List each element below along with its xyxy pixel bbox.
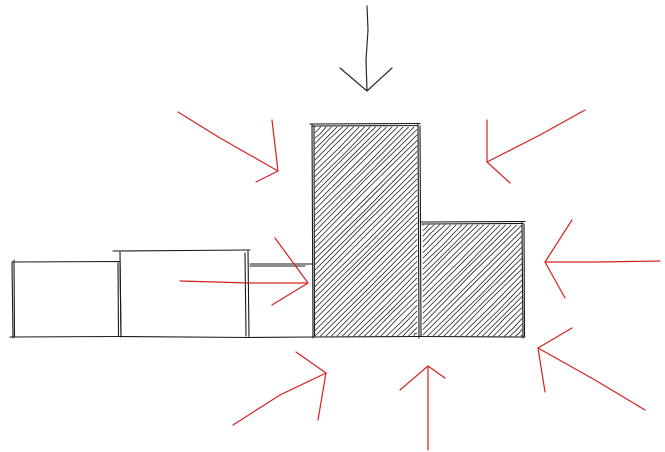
- short-hatched-block: [420, 222, 525, 339]
- hatch-stroke: [315, 127, 343, 155]
- outline-block-1: [12, 260, 121, 338]
- hatch-stroke: [521, 335, 522, 336]
- outline-block-3: [250, 264, 312, 266]
- hatch-stroke: [510, 324, 522, 336]
- arrow-lower-right: [538, 328, 645, 410]
- hatch-stroke: [398, 317, 418, 337]
- hatch-stroke: [423, 236, 522, 335]
- arrow-upper-left: [178, 112, 278, 182]
- hatch-stroke: [414, 333, 417, 336]
- hatch-stroke: [359, 278, 417, 336]
- hatch-stroke: [343, 262, 418, 337]
- hatch-stroke: [423, 225, 467, 269]
- hatch-stroke: [433, 247, 522, 336]
- arrow-lower-left: [233, 352, 326, 425]
- hatch-stroke: [423, 225, 451, 253]
- arrow-left: [180, 238, 308, 305]
- hatch-stroke: [423, 225, 522, 324]
- hatch-stroke: [423, 225, 489, 291]
- tall-hatched-block: [310, 124, 421, 339]
- arrow-bottom: [400, 366, 445, 450]
- hatch-stroke: [315, 127, 365, 177]
- arrow-top: [340, 6, 392, 91]
- hatch-stroke: [423, 225, 506, 308]
- hatch-stroke: [365, 284, 418, 337]
- hatch-stroke: [315, 127, 321, 133]
- hatch-stroke: [381, 300, 417, 336]
- hatch-stroke: [423, 231, 522, 330]
- hatch-stroke: [348, 267, 417, 336]
- hatch-stroke: [494, 308, 523, 337]
- arrow-upper-right: [487, 110, 585, 183]
- hatch-stroke: [488, 302, 522, 336]
- hatch-stroke: [315, 127, 326, 138]
- hatch-stroke: [326, 245, 417, 336]
- outline-block-2: [113, 250, 250, 337]
- hatch-stroke: [315, 127, 398, 210]
- arrow-right: [545, 220, 660, 298]
- hatch-stroke: [376, 295, 418, 337]
- baseline: [10, 337, 525, 338]
- hatch-stroke: [423, 225, 434, 236]
- hatch-stroke: [455, 269, 522, 336]
- hatch-stroke: [392, 311, 417, 336]
- hatch-stroke: [423, 225, 429, 231]
